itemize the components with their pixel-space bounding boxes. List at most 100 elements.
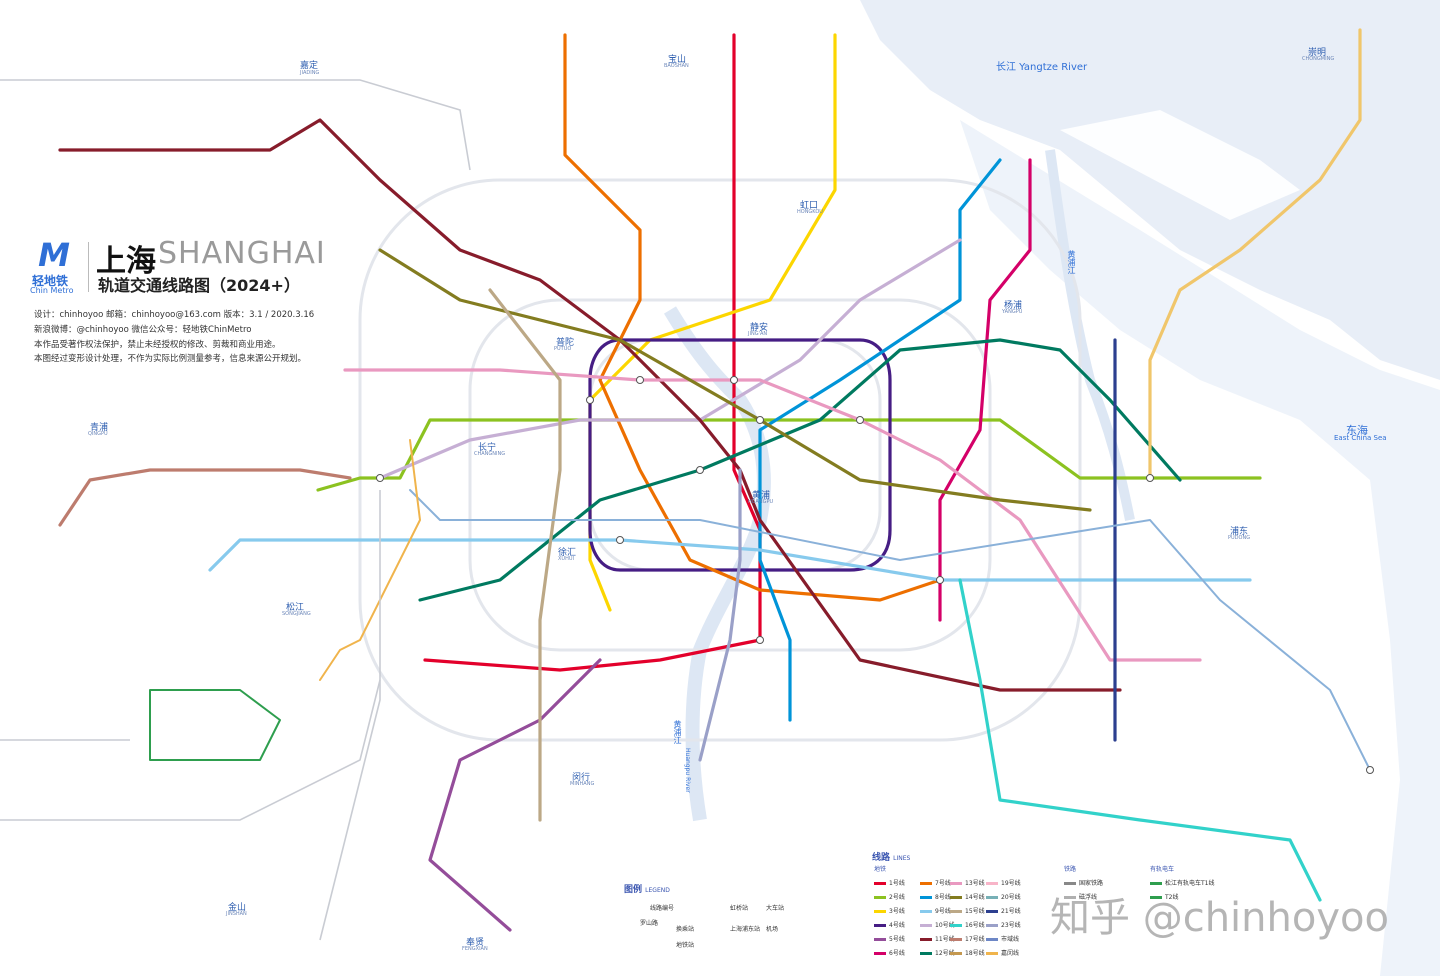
legend-line-21: 21号线 (986, 906, 1021, 915)
legend-tram-heading: 有轨电车 (1150, 866, 1175, 873)
legend-line-20: 20号线 (986, 892, 1021, 901)
logo-name-cn: 轻地铁 (32, 274, 69, 288)
legend-line-6: 6号线 (874, 948, 905, 957)
legend-metro-heading: 地铁 (874, 866, 887, 873)
legend-line-label: T2线 (1165, 894, 1179, 901)
legend-line-swatch (950, 896, 962, 899)
legend-line-22: 23号线 (986, 920, 1021, 929)
line-17 (58, 468, 352, 527)
legend-line-swatch (874, 952, 886, 955)
legend-line-label: 18号线 (965, 950, 985, 957)
area-yangpu-en: YANGPU (1002, 309, 1023, 315)
line-15 (488, 288, 562, 822)
huangpu-river-label-north: 黄浦江 (1067, 250, 1076, 274)
area-baoshan: 宝山 (668, 55, 687, 65)
area-jinshan: 金山 (228, 903, 247, 913)
line-23 (698, 468, 742, 762)
legend-symbol-hongqiao: 虹桥站 (730, 905, 749, 912)
legend-line-swatch (1150, 896, 1162, 899)
line-7 (563, 33, 942, 602)
legend-line-label: 10号线 (935, 922, 955, 929)
tram-t1 (149, 689, 281, 761)
area-huangpu-en: HUANGPU (748, 499, 774, 505)
east-sea-label-en: East China Sea (1334, 434, 1387, 442)
legend-line-label: 15号线 (965, 908, 985, 915)
legend-line-7: 7号线 (920, 878, 951, 887)
legend-line-label: 19号线 (1001, 880, 1021, 887)
legend-line-14: 14号线 (950, 892, 985, 901)
legend-line-label: 4号线 (889, 922, 905, 929)
area-pudong-en: PUDONG (1228, 535, 1251, 541)
legend-line-swatch (986, 952, 998, 955)
legend-line-swatch (986, 910, 998, 913)
legend-line-label: 7号线 (935, 880, 951, 887)
legend-line-label: 1号线 (889, 880, 905, 887)
legend-line-swatch (950, 882, 962, 885)
legend-line-swatch (986, 882, 998, 885)
area-putuo-en: PUTUO (554, 346, 572, 352)
legend-line-19: 19号线 (986, 878, 1021, 887)
line-3 (588, 33, 837, 612)
line-9 (208, 538, 1252, 582)
legend-line-swatch (874, 938, 886, 941)
area-songjiang: 松江 (286, 603, 305, 613)
area-jingan: 静安 (750, 323, 769, 333)
area-chongming: 崇明 (1308, 48, 1327, 58)
area-jiading: 嘉定 (300, 61, 319, 71)
legend-line-swatch (950, 952, 962, 955)
legend-line-label: 6号线 (889, 950, 905, 957)
area-putuo: 普陀 (556, 338, 575, 348)
area-changning: 长宁 (478, 443, 497, 453)
line-jiamin (319, 439, 421, 681)
legend-line-label: 3号线 (889, 908, 905, 915)
legend-line-5: 5号线 (874, 934, 905, 943)
area-qingpu-en: QINGPU (88, 431, 108, 437)
legend-line-label: 8号线 (935, 894, 951, 901)
meta-credits: 设计：chinhoyoo 邮箱：chinhoyoo@163.com 版本：3.1… (34, 310, 315, 320)
lines-legend-title: 线路 LINES (872, 853, 911, 863)
legend-line-11: 11号线 (920, 934, 955, 943)
legend-line-label: 国家铁路 (1079, 880, 1104, 887)
legend-line-swatch (920, 924, 932, 927)
legend-line-label: 磁浮线 (1079, 894, 1098, 901)
legend-line-3: 3号线 (874, 906, 905, 915)
legend-symbol-line-number: 线路编号 (650, 905, 675, 912)
yangtze-river-label: 长江 Yangtze River (996, 62, 1088, 73)
legend-line-label: 12号线 (935, 950, 955, 957)
legend-line-swatch (986, 896, 998, 899)
area-hongkou: 虹口 (800, 201, 819, 211)
legend-line-9: 9号线 (920, 906, 951, 915)
legend-line-swatch (920, 938, 932, 941)
area-baoshan-en: BAOSHAN (664, 63, 689, 69)
legend-line-15: 15号线 (950, 906, 985, 915)
legend-line-swatch (950, 924, 962, 927)
legend-line-swatch (1064, 882, 1076, 885)
area-jiading-en: JIADING (300, 70, 320, 76)
map-subtitle: 轨道交通线路图（2024+） (98, 276, 300, 295)
legend-symbol-pudong: 上海浦东站 (730, 926, 761, 933)
legend-line-swatch (986, 924, 998, 927)
area-jinshan-en: JINSHAN (226, 911, 247, 917)
legend-line-swatch (950, 938, 962, 941)
legend-line-label: 11号线 (935, 936, 955, 943)
area-hongkou-en: HONGKOU (797, 209, 823, 215)
logo-mark: M (38, 236, 70, 274)
area-yangpu: 杨浦 (1004, 301, 1023, 311)
line-airport (409, 489, 1371, 771)
area-fengxian: 奉贤 (466, 938, 485, 948)
area-minhang-en: MINHANG (570, 781, 595, 787)
legend-line-swatch (1064, 896, 1076, 899)
legend-line-8: 8号线 (920, 892, 951, 901)
huangpu-river-label: 黄浦江 (673, 720, 682, 744)
area-pudong: 浦东 (1230, 527, 1249, 537)
legend-line-label: 17号线 (965, 936, 985, 943)
meta-social: 新浪微博：@chinhoyoo 微信公众号：轻地铁ChinMetro (34, 325, 252, 335)
area-jingan-en: JING'AN (748, 331, 768, 337)
line-8 (758, 158, 1002, 722)
meta-disclaimer: 本图经过变形设计处理，不作为实际比例测量参考，信息来源公开规划。 (34, 354, 307, 364)
legend-line-label: 21号线 (1001, 908, 1021, 915)
area-xuhui: 徐汇 (558, 548, 577, 558)
legend-line-label: 9号线 (935, 908, 951, 915)
water-bodies (663, 0, 1440, 976)
